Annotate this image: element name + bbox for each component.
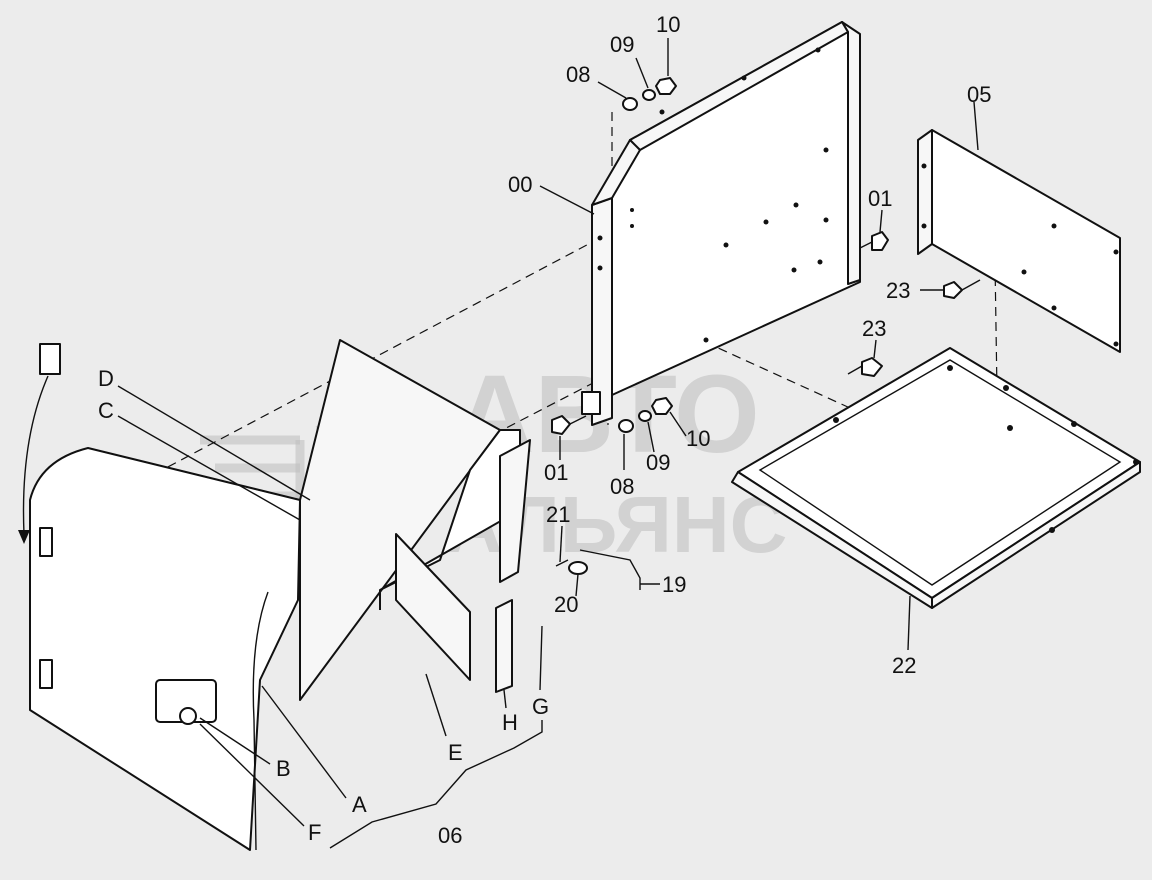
label-08-top: 08 — [566, 62, 590, 87]
pad-h — [495, 599, 513, 693]
pin-21 — [555, 559, 569, 567]
label-01-top: 01 — [868, 186, 892, 211]
label-09-top: 09 — [610, 32, 634, 57]
swing-arrow — [22, 375, 49, 535]
frame-plate-00 — [581, 21, 861, 426]
callout-labels: 00 05 06 01 01 08 09 10 08 09 10 19 20 2… — [98, 12, 991, 848]
label-08-mid: 08 — [610, 474, 634, 499]
label-05: 05 — [967, 82, 991, 107]
washer-09-top — [642, 89, 656, 101]
bolt-23-b — [861, 357, 883, 377]
bracket-d — [39, 343, 61, 375]
label-h: H — [502, 710, 518, 735]
fasteners — [551, 77, 981, 590]
washer-08-top — [622, 97, 638, 111]
label-10-top: 10 — [656, 12, 680, 37]
label-e: E — [448, 740, 463, 765]
nut-10-top — [655, 77, 677, 95]
label-00: 00 — [508, 172, 532, 197]
bolt-01-mid — [551, 415, 571, 435]
washer-09-mid — [638, 410, 652, 422]
label-20: 20 — [554, 592, 578, 617]
label-f: F — [308, 820, 321, 845]
leader-lines — [117, 38, 979, 849]
label-23-a: 23 — [886, 278, 910, 303]
label-a: A — [352, 792, 367, 817]
label-b: B — [276, 756, 291, 781]
label-c: C — [98, 398, 114, 423]
label-01-mid: 01 — [544, 460, 568, 485]
label-22: 22 — [892, 653, 916, 678]
washer-20 — [568, 561, 588, 575]
label-09-mid: 09 — [646, 450, 670, 475]
washer-08-mid — [618, 419, 634, 433]
bolt-01-top — [871, 231, 889, 251]
side-panel-06 — [18, 339, 531, 851]
cover-plate-05 — [917, 129, 1121, 353]
bolt-23-a — [943, 281, 963, 299]
label-19: 19 — [662, 572, 686, 597]
bracket-c — [39, 527, 53, 557]
nut-10-mid — [651, 397, 673, 415]
label-06: 06 — [438, 823, 462, 848]
label-d: D — [98, 366, 114, 391]
pad-g — [499, 439, 531, 583]
label-21: 21 — [546, 502, 570, 527]
label-10-mid: 10 — [686, 426, 710, 451]
label-23-b: 23 — [862, 316, 886, 341]
tray-22 — [731, 347, 1141, 609]
label-g: G — [532, 694, 549, 719]
pad-e — [395, 533, 471, 681]
